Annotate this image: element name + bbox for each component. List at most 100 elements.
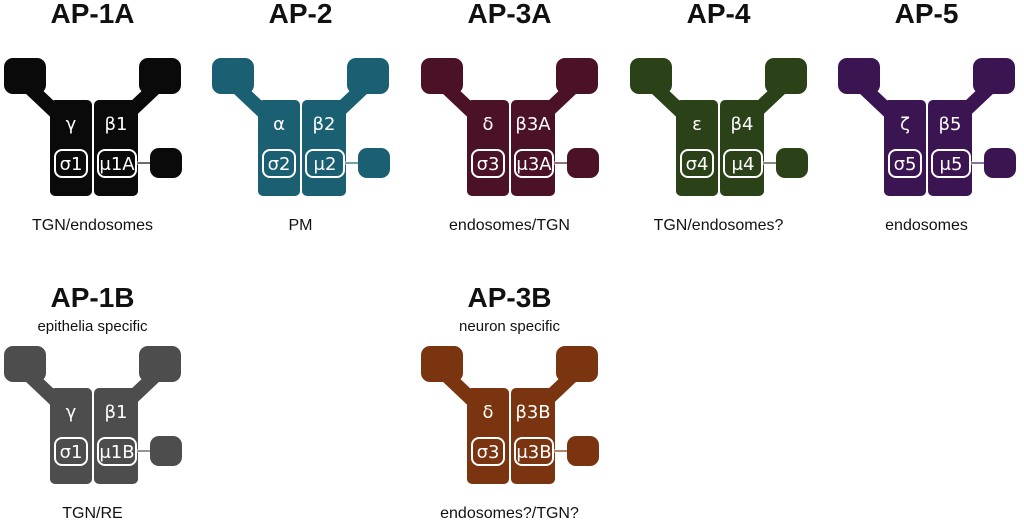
ap3b-diagram: δ β3B σ3 μ3B <box>421 346 599 484</box>
large-subunit-label: ζ <box>900 114 910 135</box>
small-subunit-box <box>680 149 714 178</box>
right-ear <box>139 58 181 94</box>
large-subunit-trunk <box>884 100 926 196</box>
right-ear <box>556 346 598 382</box>
beta-subunit-trunk <box>302 100 346 196</box>
complex-subtitle: epithelia specific <box>37 318 148 335</box>
localization-label: TGN/endosomes <box>32 217 153 234</box>
small-subunit-label: σ3 <box>477 154 500 175</box>
beta-subunit-label: β1 <box>105 114 128 135</box>
localization-label: TGN/RE <box>62 505 123 522</box>
localization-label: TGN/endosomes? <box>653 217 784 234</box>
beta-subunit-label: β3B <box>515 402 550 423</box>
mu-c-terminal-domain <box>567 436 599 466</box>
small-subunit-box <box>54 149 88 178</box>
beta-subunit-label: β3A <box>515 114 551 135</box>
complex-title: AP-3A <box>467 0 552 29</box>
medium-subunit-label: μ4 <box>732 154 755 175</box>
beta-subunit-label: β1 <box>105 402 128 423</box>
small-subunit-box <box>54 437 88 466</box>
localization-label: PM <box>288 217 313 234</box>
beta-subunit-label: β5 <box>939 114 962 135</box>
large-subunit-label: ε <box>692 114 702 135</box>
beta-subunit-trunk <box>94 100 138 196</box>
right-ear <box>347 58 389 94</box>
localization-label: endosomes?/TGN? <box>440 505 579 522</box>
small-subunit-box <box>471 149 505 178</box>
medium-subunit-label: μ3B <box>516 442 551 463</box>
beta-subunit-label: β2 <box>313 114 336 135</box>
mu-c-terminal-domain <box>150 148 182 178</box>
small-subunit-box <box>888 149 922 178</box>
mu-c-terminal-domain <box>358 148 390 178</box>
beta-subunit-trunk <box>94 388 138 484</box>
medium-subunit-box <box>931 149 971 178</box>
large-subunit-trunk <box>50 100 92 196</box>
ap1b-diagram: γ β1 σ1 μ1B <box>4 346 182 484</box>
large-subunit-trunk <box>467 388 509 484</box>
mu-c-terminal-domain <box>567 148 599 178</box>
complex-title: AP-1B <box>50 282 135 313</box>
small-subunit-label: σ1 <box>60 154 83 175</box>
localization-label: endosomes <box>885 217 968 234</box>
medium-subunit-box <box>97 437 137 466</box>
complex-title: AP-2 <box>268 0 333 29</box>
beta-subunit-trunk <box>511 100 555 196</box>
beta-subunit-trunk <box>928 100 972 196</box>
ap5-diagram: ζ β5 σ5 μ5 <box>838 58 1016 196</box>
large-subunit-label: γ <box>66 114 77 135</box>
complex-title: AP-3B <box>467 282 552 313</box>
left-ear <box>4 346 46 382</box>
complex-title: AP-1A <box>50 0 135 29</box>
large-subunit-label: γ <box>66 402 77 423</box>
medium-subunit-box <box>97 149 137 178</box>
large-subunit-trunk <box>258 100 300 196</box>
medium-subunit-label: μ5 <box>940 154 963 175</box>
small-subunit-box <box>471 437 505 466</box>
large-subunit-trunk <box>50 388 92 484</box>
ap2-diagram: α β2 σ2 μ2 <box>212 58 390 196</box>
medium-subunit-label: μ3A <box>516 154 552 175</box>
left-ear <box>4 58 46 94</box>
right-ear <box>973 58 1015 94</box>
right-ear <box>765 58 807 94</box>
ap3a-diagram: δ β3A σ3 μ3A <box>421 58 599 196</box>
mu-c-terminal-domain <box>776 148 808 178</box>
localization-label: endosomes/TGN <box>449 217 570 234</box>
right-ear <box>139 346 181 382</box>
small-subunit-box <box>262 149 296 178</box>
medium-subunit-label: μ1B <box>99 442 134 463</box>
left-ear <box>630 58 672 94</box>
large-subunit-label: δ <box>482 402 493 423</box>
ap1a-diagram: γ β1 σ1 μ1A <box>4 58 182 196</box>
small-subunit-label: σ5 <box>894 154 917 175</box>
small-subunit-label: σ2 <box>268 154 291 175</box>
beta-subunit-label: β4 <box>731 114 754 135</box>
large-subunit-label: δ <box>482 114 493 135</box>
beta-subunit-trunk <box>720 100 764 196</box>
left-ear <box>421 346 463 382</box>
large-subunit-trunk <box>676 100 718 196</box>
small-subunit-label: σ1 <box>60 442 83 463</box>
medium-subunit-box <box>514 149 554 178</box>
mu-c-terminal-domain <box>984 148 1016 178</box>
medium-subunit-box <box>305 149 345 178</box>
complex-title: AP-4 <box>686 0 751 29</box>
medium-subunit-label: μ2 <box>314 154 337 175</box>
medium-subunit-label: μ1A <box>99 154 135 175</box>
ap4-diagram: ε β4 σ4 μ4 <box>630 58 808 196</box>
medium-subunit-box <box>514 437 554 466</box>
beta-subunit-trunk <box>511 388 555 484</box>
left-ear <box>838 58 880 94</box>
complex-title: AP-5 <box>894 0 959 29</box>
complex-subtitle: neuron specific <box>459 318 560 335</box>
large-subunit-trunk <box>467 100 509 196</box>
left-ear <box>421 58 463 94</box>
left-ear <box>212 58 254 94</box>
right-ear <box>556 58 598 94</box>
large-subunit-label: α <box>273 114 285 135</box>
mu-c-terminal-domain <box>150 436 182 466</box>
small-subunit-label: σ3 <box>477 442 500 463</box>
medium-subunit-box <box>723 149 763 178</box>
small-subunit-label: σ4 <box>686 154 709 175</box>
